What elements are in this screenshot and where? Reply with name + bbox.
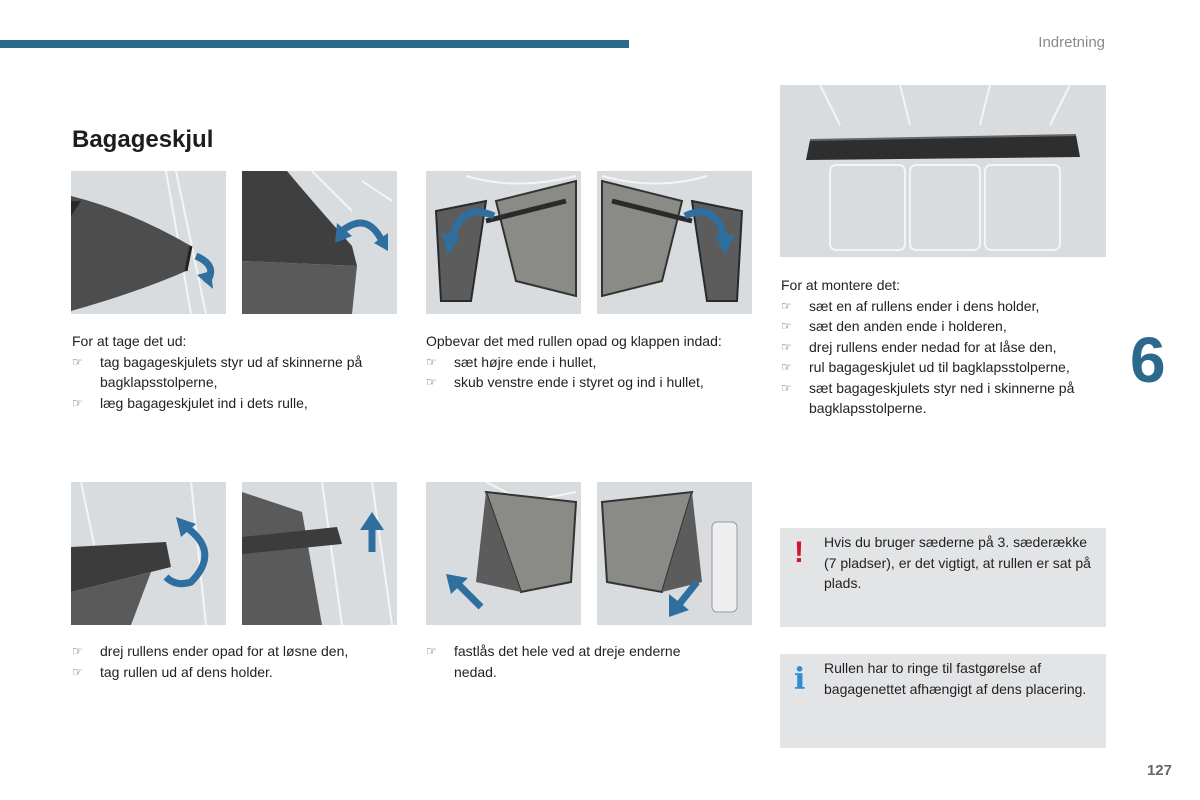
list-item: ☞tag bagageskjulets styr ud af skinnerne…: [72, 353, 363, 391]
pointing-finger-icon: ☞: [781, 380, 792, 395]
release-instructions: ☞drej rullens ender opad for at løsne de…: [72, 641, 402, 682]
top-accent-bar: [0, 40, 629, 48]
photo-roll-cover: [242, 171, 397, 314]
mount-instructions: For at montere det: ☞sæt en af rullens e…: [781, 275, 1111, 419]
section-name: Indretning: [1038, 34, 1105, 51]
warning-text: Hvis du bruger sæderne på 3. sæderække (…: [824, 534, 1091, 591]
info-text: Rullen har to ringe til fastgørelse af b…: [824, 660, 1087, 697]
list-item: ☞skub venstre ende i styret og ind i hul…: [426, 372, 756, 393]
photo-trunk-mounted: [780, 85, 1106, 257]
info-icon: i: [794, 662, 806, 697]
pointing-finger-icon: ☞: [72, 354, 83, 369]
mount-steps-list: ☞sæt en af rullens ender i dens holder, …: [781, 296, 1111, 419]
store-steps-list: ☞sæt højre ende i hullet, ☞skub venstre …: [426, 352, 756, 393]
list-item: ☞sæt højre ende i hullet,: [426, 352, 756, 373]
remove-intro: For at tage det ud:: [72, 333, 187, 349]
remove-instructions: For at tage det ud: ☞tag bagageskjulets …: [72, 331, 397, 413]
pointing-finger-icon: ☞: [72, 664, 83, 679]
page-title: Bagageskjul: [72, 126, 214, 153]
store-instructions: Opbevar det med rullen opad og klappen i…: [426, 331, 756, 393]
chapter-number: 6: [1130, 324, 1166, 396]
pointing-finger-icon: ☞: [781, 339, 792, 354]
list-item: ☞fastlås det hele ved at dreje enderne n…: [426, 643, 681, 680]
pointing-finger-icon: ☞: [426, 375, 437, 389]
list-item: ☞drej rullens ender nedad for at låse de…: [781, 337, 1111, 358]
photo-remove-guide: [71, 171, 226, 314]
pointing-finger-icon: ☞: [781, 319, 792, 333]
release-steps-list: ☞drej rullens ender opad for at løsne de…: [72, 641, 402, 682]
list-item: ☞sæt bagageskjulets styr ned i skinnerne…: [781, 379, 1075, 417]
page-number: 127: [1146, 762, 1172, 779]
pointing-finger-icon: ☞: [781, 298, 792, 313]
info-note: i Rullen har to ringe til fastgørelse af…: [780, 654, 1106, 748]
pointing-finger-icon: ☞: [426, 354, 437, 369]
photo-fold-left: [597, 482, 752, 625]
pointing-finger-icon: ☞: [426, 644, 437, 658]
list-item: ☞rul bagageskjulet ud til bagklapsstolpe…: [781, 357, 1111, 378]
photo-remove-roller: [242, 482, 397, 625]
exclamation-icon: !: [794, 536, 804, 569]
pointing-finger-icon: ☞: [72, 395, 83, 410]
warning-note: ! Hvis du bruger sæderne på 3. sæderække…: [780, 528, 1106, 627]
photo-release-roller: [71, 482, 226, 625]
store-intro: Opbevar det med rullen opad og klappen i…: [426, 333, 722, 349]
photo-store-left: [597, 171, 752, 314]
list-item: ☞tag rullen ud af dens holder.: [72, 662, 402, 683]
pointing-finger-icon: ☞: [72, 644, 83, 658]
list-item: ☞drej rullens ender opad for at løsne de…: [72, 641, 402, 662]
remove-steps-list: ☞tag bagageskjulets styr ud af skinnerne…: [72, 352, 397, 414]
pointing-finger-icon: ☞: [781, 360, 792, 374]
list-item: ☞sæt en af rullens ender i dens holder,: [781, 296, 1111, 317]
mount-intro: For at montere det:: [781, 277, 901, 293]
fold-steps-list: ☞fastlås det hele ved at dreje enderne n…: [426, 641, 726, 682]
fold-instructions: ☞fastlås det hele ved at dreje enderne n…: [426, 641, 726, 682]
list-item: ☞læg bagageskjulet ind i dets rulle,: [72, 393, 397, 414]
photo-store-right: [426, 171, 581, 314]
photo-fold-right: [426, 482, 581, 625]
list-item: ☞sæt den anden ende i holderen,: [781, 316, 1111, 337]
